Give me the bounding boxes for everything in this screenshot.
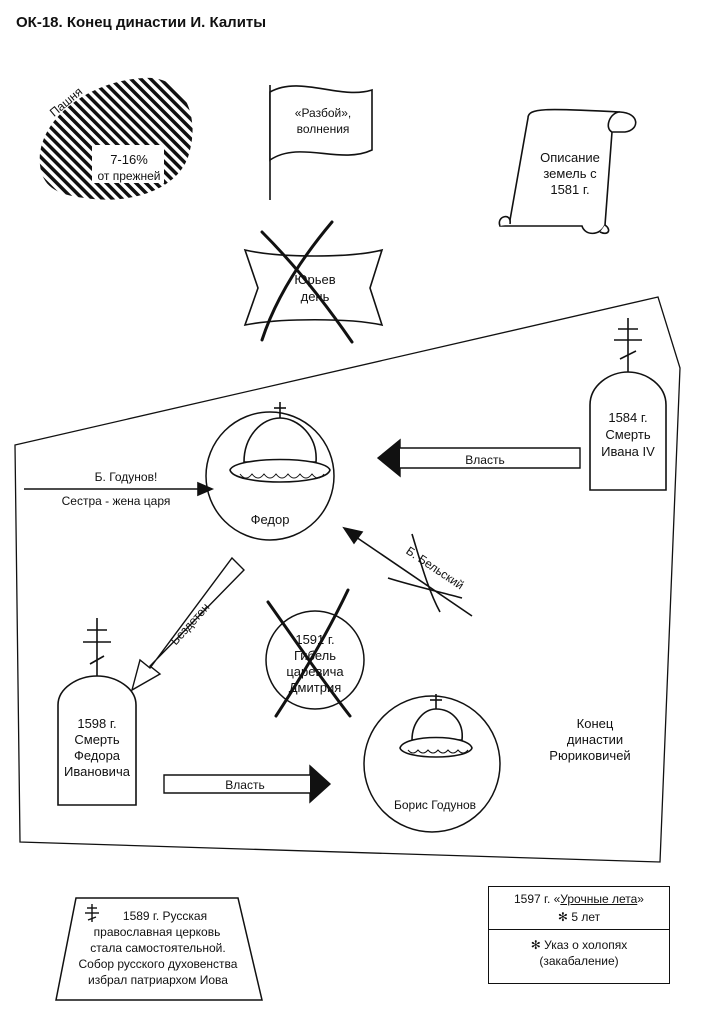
flag-shape <box>269 85 373 200</box>
death-fedor-line2: Смерть <box>74 732 120 747</box>
boris-circle <box>363 695 501 833</box>
power-label-1: Власть <box>465 453 505 467</box>
end-line3: Рюриковичей <box>549 748 631 763</box>
death-fedor-line4: Ивановича <box>64 764 130 779</box>
church-line2: православная церковь <box>93 925 221 939</box>
dmitry-line2: Гибель <box>293 648 337 663</box>
church-line5: избрал патриархом Иова <box>88 973 228 987</box>
decree-name: Урочные лета <box>560 892 638 906</box>
end-line2: династии <box>566 732 624 747</box>
dmitry-cross-mark <box>266 588 352 718</box>
yuriev-line2: день <box>300 289 330 304</box>
yuriev-cross-mark <box>260 220 354 344</box>
dmitry-line4: Дмитрия <box>288 680 342 695</box>
state-frame <box>14 296 681 863</box>
childless-arrow <box>130 556 245 692</box>
decree-close: » <box>637 892 644 906</box>
dmitry-line1: 1591 г. <box>295 632 335 647</box>
flag-line1: «Разбой», <box>294 106 352 120</box>
decree-item1-text: 5 лет <box>571 910 601 924</box>
dmitry-line3: царевича <box>286 664 344 679</box>
fedor-crown-icon <box>229 402 331 483</box>
power-label-2: Власть <box>225 778 265 792</box>
decree-header: 1597 г. «Урочные лета» <box>489 891 669 907</box>
arable-land-blob <box>39 77 193 200</box>
scroll-line3: 1581 г. <box>550 182 590 197</box>
arable-value: 7-16% <box>110 152 148 167</box>
orthodox-cross-icon <box>85 904 99 922</box>
decree-year: 1597 г. « <box>514 892 561 906</box>
tombstone-fedor <box>57 618 137 806</box>
end-line1: Конец <box>576 716 614 731</box>
decree-item1: ✻ 5 лет <box>489 909 669 925</box>
decree-divider <box>489 929 669 930</box>
church-line3: стала самостоятельной. <box>90 941 226 955</box>
death-ivan-line1: 1584 г. <box>608 410 648 425</box>
yuriev-line1: Юрьев <box>294 272 336 287</box>
scroll-shape <box>498 108 637 235</box>
godunov-line2: Сестра - жена царя <box>61 494 171 508</box>
scroll-line2: земель с <box>543 166 597 181</box>
decree-item2-text: Указ о холопях <box>544 938 628 952</box>
boris-label: Борис Годунов <box>393 798 477 812</box>
godunov-line1: Б. Годунов! <box>94 470 158 484</box>
star-icon: ✻ <box>530 938 541 952</box>
decree-box: 1597 г. «Урочные лета» ✻ 5 лет ✻ Указ о … <box>488 886 670 984</box>
godunov-arrow <box>24 481 215 497</box>
tombstone-ivan <box>589 318 667 491</box>
death-ivan-line3: Ивана IV <box>601 444 655 459</box>
star-icon: ✻ <box>557 910 568 924</box>
scroll-line1: Описание <box>540 150 600 165</box>
flag-line2: волнения <box>296 122 350 136</box>
decree-item2-line2: (закабаление) <box>539 954 619 968</box>
arable-note: от прежней <box>97 169 161 183</box>
church-line1: 1589 г. Русская <box>122 909 208 923</box>
page-title: ОК-18. Конец династии И. Калиты <box>16 14 267 31</box>
decree-item2-line1: ✻ Указ о холопях <box>489 937 669 953</box>
boris-crown-icon <box>399 694 473 758</box>
church-line4: Собор русского духовенства <box>78 957 238 971</box>
fedor-label: Федор <box>250 512 290 527</box>
death-fedor-line3: Федора <box>73 748 121 763</box>
death-ivan-line2: Смерть <box>605 427 651 442</box>
death-fedor-line1: 1598 г. <box>77 716 117 731</box>
belsky-cross-mark <box>387 533 463 613</box>
belsky-arrow <box>342 526 473 617</box>
church-box <box>55 897 263 1001</box>
